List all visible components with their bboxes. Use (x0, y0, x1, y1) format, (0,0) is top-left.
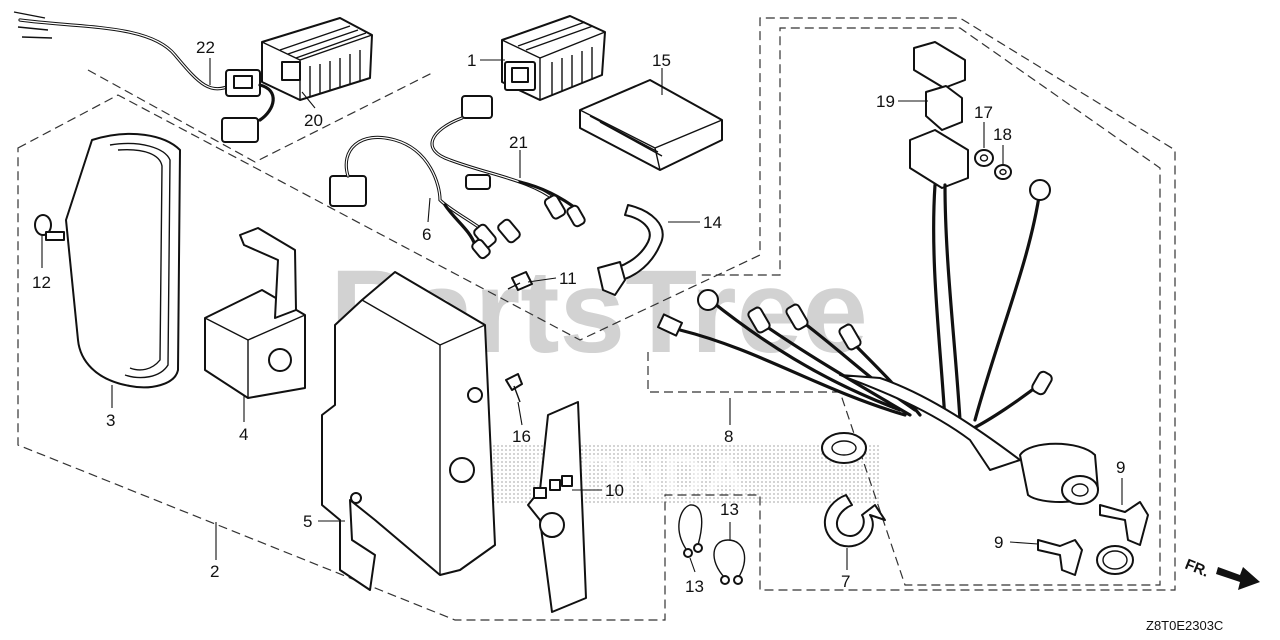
callout-9-lower: 9 (994, 533, 1003, 552)
callout-9-upper: 9 (1116, 458, 1125, 477)
part-11-bolt[interactable] (507, 271, 533, 291)
callout-10: 10 (605, 481, 624, 500)
drawing-code: Z8T0E2303C (1146, 618, 1223, 633)
part-9-key[interactable] (1037, 501, 1149, 576)
part-1-regulator[interactable] (501, 15, 606, 101)
callout-6: 6 (422, 225, 431, 244)
callout-13-left: 13 (685, 577, 704, 596)
part-22-wire-harness[interactable] (13, 11, 275, 143)
leader-lines (41, 58, 1123, 573)
part-3-cover[interactable] (65, 133, 181, 389)
part-6-harness[interactable] (329, 135, 521, 260)
part-17-nut[interactable] (974, 149, 994, 167)
group-outline-harness (647, 27, 1161, 586)
part-10-label-plate[interactable] (527, 401, 587, 613)
callout-22: 22 (196, 38, 215, 57)
part-16-screw[interactable] (505, 373, 523, 403)
callout-5: 5 (303, 512, 312, 531)
callout-19: 19 (876, 92, 895, 111)
group-outline-regulator (87, 69, 433, 163)
callout-14: 14 (703, 213, 722, 232)
callout-18: 18 (993, 125, 1012, 144)
part-5-control-box[interactable] (321, 271, 496, 591)
callout-12: 12 (32, 273, 51, 292)
callout-2: 2 (210, 562, 219, 581)
callout-8: 8 (724, 427, 733, 446)
callout-17: 17 (974, 103, 993, 122)
part-21-sub-harness[interactable] (430, 95, 586, 228)
part-15-rubber-sleeve[interactable] (579, 79, 723, 171)
callout-11: 11 (559, 269, 577, 288)
callout-16: 16 (512, 427, 531, 446)
part-12-bolt[interactable] (34, 214, 65, 241)
part-18-washer[interactable] (994, 164, 1012, 180)
part-13-clip-b[interactable] (713, 539, 746, 585)
callout-15: 15 (652, 51, 671, 70)
front-direction-indicator: FR. (1183, 556, 1260, 590)
part-20-regulator[interactable] (261, 17, 373, 101)
front-label: FR. (1183, 556, 1212, 581)
part-19-fuse[interactable] (909, 41, 969, 189)
callout-7: 7 (841, 572, 850, 591)
part-13-clip[interactable] (678, 504, 703, 558)
callout-20: 20 (304, 111, 323, 130)
group-outline-control-box (17, 17, 1176, 621)
callout-4: 4 (239, 425, 248, 444)
part-o-ring[interactable] (1096, 545, 1134, 575)
part-8-switch-harness[interactable] (656, 179, 1099, 505)
part-4-bracket[interactable] (204, 227, 306, 399)
part-7-clamp[interactable] (824, 494, 886, 548)
callout-1: 1 (467, 51, 476, 70)
callout-21: 21 (509, 133, 528, 152)
callout-3: 3 (106, 411, 115, 430)
callout-13-right: 13 (720, 500, 739, 519)
callouts: 22 20 1 15 21 6 14 11 12 3 4 5 2 16 10 1… (32, 38, 1125, 596)
part-14-cable-tie[interactable] (597, 204, 664, 296)
arrow-right-icon (1216, 567, 1260, 590)
part-grommet[interactable] (821, 432, 867, 464)
